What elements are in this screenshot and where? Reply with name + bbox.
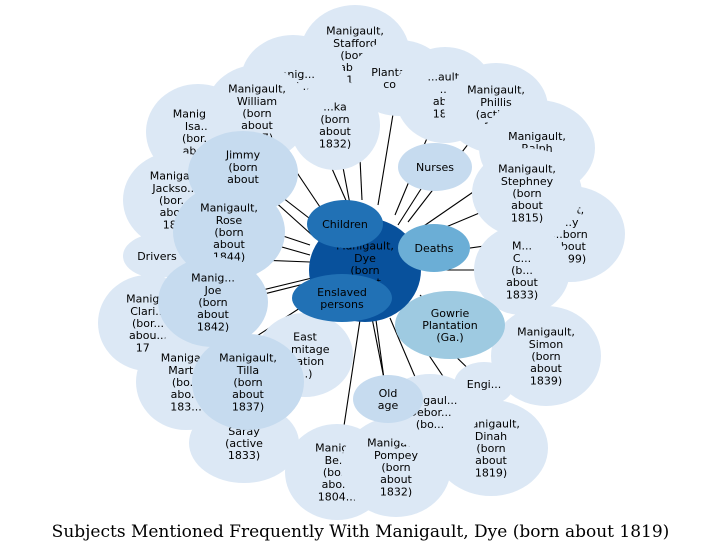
- node-old-age-bubble: [353, 375, 423, 423]
- node-drivers: Drivers: [123, 234, 191, 278]
- network-svg: Manigault,Stafford(bornabout1...Manig...…: [98, 5, 625, 520]
- diagram-caption: Subjects Mentioned Frequently With Manig…: [51, 522, 670, 542]
- node-engi: Engi...: [454, 362, 514, 406]
- node-drivers-bubble: [123, 234, 191, 278]
- node-children: Children: [307, 200, 383, 248]
- node-layer: Manigault,Stafford(bornabout1...Manig...…: [98, 5, 625, 520]
- node-nurses-label: Nurses: [416, 161, 454, 174]
- node-deaths: Deaths: [398, 224, 470, 272]
- node-ca-1833-bubble: [474, 225, 570, 315]
- node-stephney-bubble: [472, 148, 582, 238]
- node-nurses: Nurses: [398, 143, 472, 191]
- node-gowrie-bubble: [395, 291, 505, 359]
- node-children-bubble: [307, 200, 383, 248]
- node-ka-1832-bubble: [290, 80, 380, 170]
- node-simon-bubble: [491, 306, 601, 406]
- node-children-label: Children: [322, 218, 368, 231]
- node-deaths-label: Deaths: [415, 242, 454, 255]
- node-nurses-bubble: [398, 143, 472, 191]
- node-engi-label: Engi...: [467, 378, 501, 391]
- node-deaths-bubble: [398, 224, 470, 272]
- node-joe-bubble: [158, 257, 268, 347]
- node-drivers-label: Drivers: [137, 250, 177, 263]
- node-enslaved-bubble: [292, 274, 392, 322]
- node-tilla-bubble: [192, 334, 304, 430]
- node-rose-bubble: [173, 184, 285, 280]
- node-engi-bubble: [454, 362, 514, 406]
